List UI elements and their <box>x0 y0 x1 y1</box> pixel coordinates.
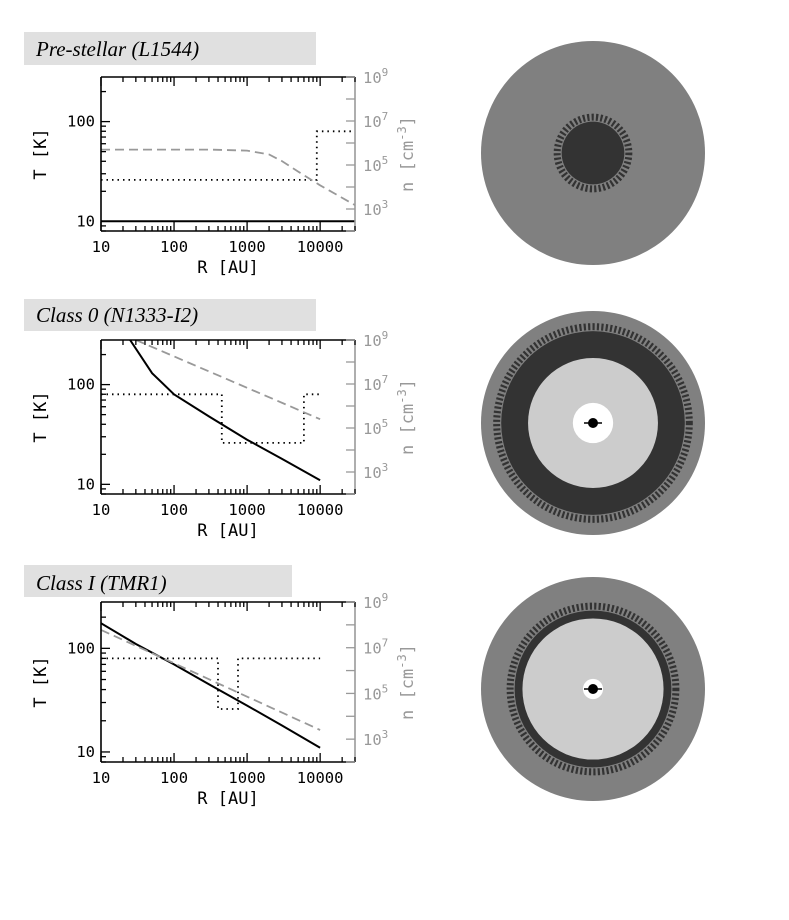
y-tick-label: 10 <box>76 743 95 761</box>
x-tick-label: 100 <box>160 769 188 787</box>
x-tick-label: 1000 <box>228 238 265 256</box>
right-tick-exponent: 3 <box>382 728 389 741</box>
right-tick-label: 107 <box>363 373 388 394</box>
inner-envelope-hatch <box>553 113 633 193</box>
right-tick-label: 105 <box>363 682 388 703</box>
right-axis-label-exponent: -3 <box>395 126 409 140</box>
right-axis-label-close: ] <box>398 644 418 654</box>
inner-envelope-hatch <box>506 602 680 776</box>
right-axis-label-exponent: -3 <box>395 654 409 668</box>
envelope-diagram <box>481 577 705 801</box>
y-axis-label: T [K] <box>31 128 51 179</box>
series-solid-line <box>129 340 321 482</box>
y-axis-label: T [K] <box>31 656 51 707</box>
x-tick-label: 100 <box>160 238 188 256</box>
right-axis-label: n [cm-3] <box>395 116 418 192</box>
x-tick-label: 1000 <box>228 501 265 519</box>
right-axis-label: n [cm-3] <box>395 644 418 720</box>
right-tick-label: 109 <box>363 329 388 350</box>
right-tick-exponent: 7 <box>382 637 389 650</box>
x-tick-label: 10 <box>92 501 111 519</box>
right-tick-exponent: 5 <box>382 154 389 167</box>
right-tick-label: 109 <box>363 591 388 612</box>
right-tick-exponent: 3 <box>382 198 389 211</box>
x-axis-label: R [AU] <box>197 789 258 809</box>
panel-2: Class 0 (N1333-I2) 10 100 1000 10000 10 100 103… <box>24 299 705 541</box>
panel-1: Pre-stellar (L1544) 10 100 1000 10000 10 100 10… <box>24 32 705 278</box>
y-tick-label: 100 <box>67 639 95 657</box>
y-tick-label: 10 <box>76 475 95 493</box>
x-tick-label: 10 <box>92 769 111 787</box>
envelope-diagram <box>481 41 705 265</box>
y-tick-label: 100 <box>67 113 95 131</box>
right-tick-exponent: 5 <box>382 417 389 430</box>
series-dashed-line <box>101 148 355 206</box>
y-tick-label: 100 <box>67 376 95 394</box>
chart-title: Pre-stellar (L1544) <box>35 37 199 61</box>
x-tick-label: 1000 <box>228 769 265 787</box>
envelope-diagram <box>481 311 705 535</box>
right-tick-label: 107 <box>363 110 388 131</box>
right-tick-exponent: 9 <box>382 66 389 79</box>
x-tick-label: 100 <box>160 501 188 519</box>
right-axis-label-exponent: -3 <box>395 389 409 403</box>
right-axis-label-close: ] <box>398 379 418 389</box>
panel-3: Class I (TMR1) 10 100 1000 10000 10 100 103 105 1… <box>24 565 705 809</box>
right-tick-label: 105 <box>363 154 388 175</box>
right-tick-label: 103 <box>363 461 388 482</box>
protostar <box>588 418 598 428</box>
protostar <box>588 684 598 694</box>
y-axis-label: T [K] <box>31 391 51 442</box>
chart-title: Class I (TMR1) <box>36 571 167 595</box>
x-tick-label: 10 <box>92 238 111 256</box>
y-tick-label: 10 <box>76 212 95 230</box>
series-dotted-line <box>101 130 355 181</box>
right-tick-label: 103 <box>363 728 388 749</box>
x-axis-label: R [AU] <box>197 258 258 278</box>
chart-title: Class 0 (N1333-I2) <box>36 303 198 327</box>
right-tick-label: 103 <box>363 198 388 219</box>
right-axis-label: n [cm-3] <box>395 379 418 455</box>
right-tick-label: 105 <box>363 417 388 438</box>
right-tick-exponent: 9 <box>382 329 389 342</box>
right-tick-label: 107 <box>363 637 388 658</box>
right-tick-exponent: 5 <box>382 682 389 695</box>
series-dotted-line <box>101 657 321 710</box>
right-tick-exponent: 7 <box>382 373 389 386</box>
series-dashed-line <box>101 629 321 731</box>
right-axis-label-close: ] <box>398 116 418 126</box>
inner-envelope-hatch <box>493 323 693 523</box>
right-tick-exponent: 7 <box>382 110 389 123</box>
title-box <box>24 565 292 597</box>
right-tick-exponent: 9 <box>382 591 389 604</box>
series-dashed-line <box>135 340 321 421</box>
right-tick-exponent: 3 <box>382 461 389 474</box>
title-box <box>24 32 316 65</box>
x-axis-label: R [AU] <box>197 521 258 541</box>
right-tick-label: 109 <box>363 66 388 87</box>
title-box <box>24 299 316 331</box>
inner-envelope <box>561 121 625 185</box>
x-tick-label: 10000 <box>297 238 344 256</box>
series-dotted-line <box>101 393 321 444</box>
x-tick-label: 10000 <box>297 501 344 519</box>
x-tick-label: 10000 <box>297 769 344 787</box>
series-solid-line <box>101 622 321 749</box>
